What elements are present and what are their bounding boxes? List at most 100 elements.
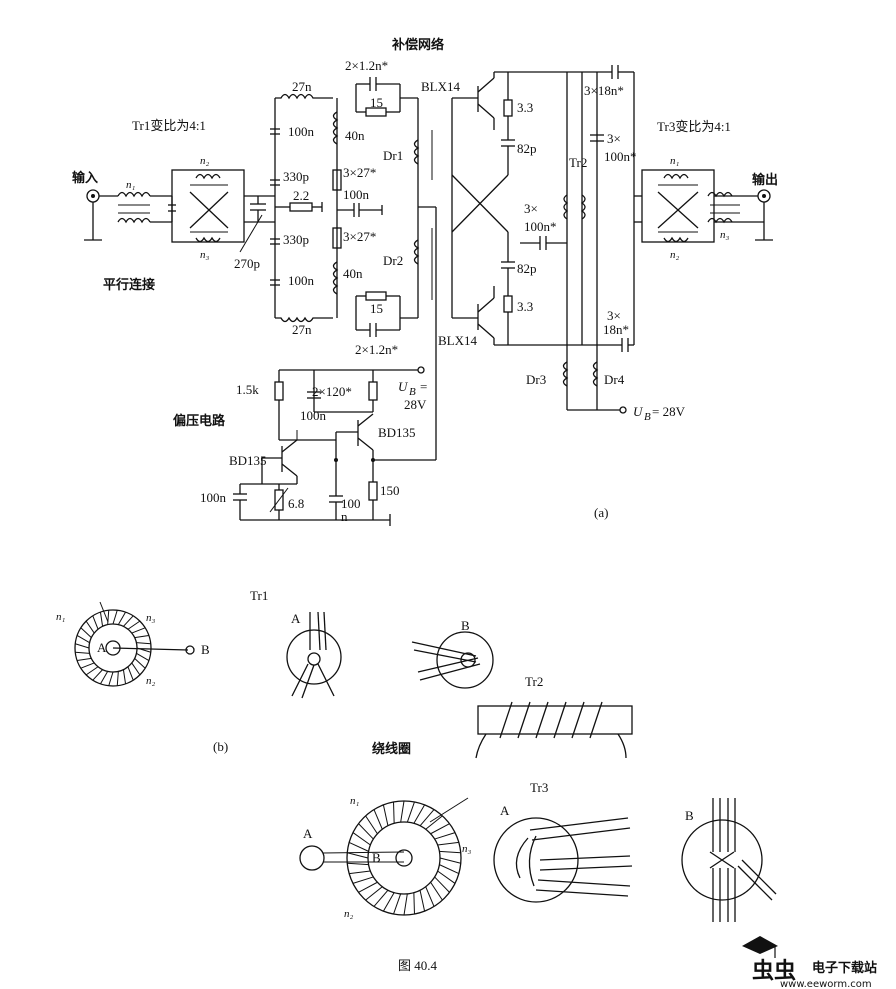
ub-top-eq: = [420,379,427,394]
tr2-supply-lines [562,65,635,414]
tr3-n3-label: n₃ [720,229,730,241]
c2x120-label: 2×120* [312,384,352,399]
c3x27-top-label: 3×27* [343,165,376,180]
tr3-n3-detail-label: n₃ [462,843,472,855]
ub-top-sub: B [409,386,416,398]
r33-bot-label: 3.3 [517,299,533,314]
r150-label: 150 [380,483,400,498]
tr1-n1-label: n₁ [126,179,136,191]
panel-label-b: (b) [213,739,228,754]
tr3-n2-label: n₂ [670,249,680,261]
label-parallel-connection: 平行连接 [103,277,155,292]
c3x18-top-label: 3×18n* [584,83,624,98]
tr1-n2-label: n₂ [200,155,210,167]
b-a-label: A [97,640,107,655]
c82-top-label: 82p [517,141,537,156]
c3x18-bot-label: 3× [607,308,621,323]
c3x27-bot-label: 3×27* [343,229,376,244]
ub-top-value: 28V [404,397,427,412]
heading-tr1-ratio: Tr1变比为4:1 [132,118,206,133]
b-b-label: B [201,642,210,657]
feedback-network [451,72,567,345]
watermark-logo: 虫虫 电子下载站 www.eeworm.com [742,936,877,989]
compensation-network [355,77,418,337]
c330-top-label: 330p [283,169,309,184]
tr2-detail-title: Tr2 [525,674,543,689]
dr3-label: Dr3 [526,372,546,387]
heading-tr3-ratio: Tr3变比为4:1 [657,119,731,134]
l40-top-label: 40n [345,128,365,143]
c270-label: 270p [234,256,260,271]
c100-bot-label: 100n [288,273,315,288]
ub-top-label: U [398,379,409,394]
b-n1-label: n₁ [56,611,66,623]
tr3-detail-b [681,798,777,922]
tr3-b-detail-label: B [372,850,381,865]
transistor-bottom-blx14 [452,286,622,346]
watermark-url: www.eeworm.com [780,979,872,989]
c100n-mid-label: 100n [343,187,370,202]
q-bot-label: BLX14 [438,333,478,348]
r15-top-label: 15 [370,95,383,110]
bd135-b-label: BD135 [229,453,267,468]
c3x18-bot-label2: 18n* [603,322,629,337]
b-n3-label: n₃ [146,612,156,624]
r15k-label: 1.5k [236,382,259,397]
c82-bot-label: 82p [517,261,537,276]
tr1-input-transformer [84,169,275,253]
ub-right-value: = 28V [652,404,686,419]
c330-bot-label: 330p [283,232,309,247]
l27-top-label: 27n [292,79,312,94]
bd135-a-label: BD135 [378,425,416,440]
b-n2-label: n₂ [146,675,156,687]
tr3-n1-label: n₁ [670,155,680,167]
tr1-detail-b [411,631,494,689]
l40-bot-label: 40n [343,266,363,281]
c-comp-top-label: 2×1.2n* [345,58,388,73]
tr3-detail-a [493,817,633,903]
transistor-top-blx14 [451,71,567,318]
tr1-a-label: A [291,611,301,626]
dr2-label: Dr2 [383,253,403,268]
tr1-detail-a [286,611,342,699]
tr3-a-label: A [500,803,510,818]
ub-right-sub: B [644,411,651,423]
chokes-dr1-dr2 [413,98,437,460]
tr1-detail-title: Tr1 [250,588,268,603]
tr3-n2-detail-label: n₂ [344,908,354,920]
tr3-toroid-drawing [299,797,469,916]
watermark-title: 电子下载站 [812,960,877,976]
ub-right-label: U [633,404,644,419]
input-matching-network [270,93,383,323]
r15-bot-label: 15 [370,301,383,316]
label-winding: 绕线圈 [372,741,411,756]
c100-top-label: 100n [288,124,315,139]
c100n-v-label2: n [341,509,348,524]
l27-bot-label: 27n [292,322,312,337]
c100-bias-label: 100n [300,408,327,423]
bias-circuit [233,366,436,526]
r68-label: 6.8 [288,496,304,511]
tr1-b-label: B [461,618,470,633]
watermark-logo-text: 虫虫 [752,958,796,984]
r22-label: 2.2 [293,188,309,203]
label-bias-circuit: 偏压电路 [173,413,226,428]
c3x100-right-label: 3× [607,131,621,146]
tr1-n3-label: n₃ [200,249,210,261]
tr3-a-detail-label: A [303,826,313,841]
tr3-b-label: B [685,808,694,823]
dr4-label: Dr4 [604,372,625,387]
label-output: 输出 [752,172,778,187]
tr3-detail-title: Tr3 [530,780,548,795]
q-top-label: BLX14 [421,79,461,94]
label-input: 输入 [72,170,98,185]
c100-bias2-label: 100n [200,490,227,505]
figure-caption: 图 40.4 [398,958,438,973]
c3x100-right-label2: 100n* [604,149,637,164]
tr2-label: Tr2 [569,155,587,170]
toroid-b-drawing [74,601,195,687]
c-comp-bot-label: 2×1.2n* [355,342,398,357]
c3x100-mid-label: 3× [524,201,538,216]
tr3-output-transformer [634,169,773,243]
